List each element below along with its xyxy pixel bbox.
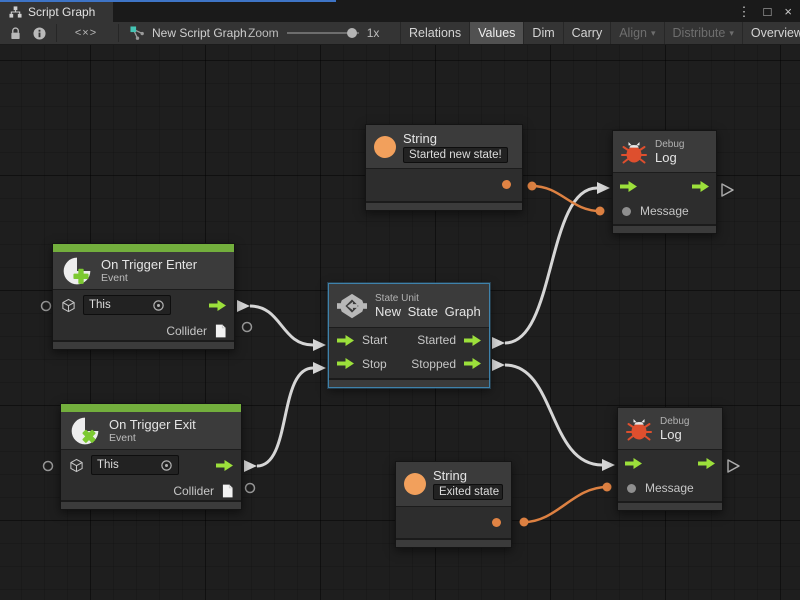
flow-input-port[interactable] [625,458,642,469]
graph-icon [9,6,22,18]
target-object-field[interactable]: This [91,455,179,475]
event-accent-bar [61,404,241,412]
distribute-button[interactable]: Distribute▾ [663,22,742,44]
port-label: Collider [173,483,214,498]
node-kind: Debug [660,415,690,427]
node-footer [613,224,716,233]
node-footer [53,340,234,349]
tab-bar: Script Graph ⋮ □ × [0,0,800,22]
node-string-top[interactable]: String Started new state! [365,124,523,211]
focus-accent-line [0,0,336,2]
port-label: Started [417,333,456,347]
script-graph-icon [130,25,145,41]
overview-button[interactable]: Overview [741,22,800,44]
node-debug-log-top[interactable]: Debug Log Message [612,130,717,234]
graph-breadcrumb[interactable]: New Script Graph [130,22,247,44]
port-label: Message [640,204,689,218]
target-value: This [89,299,111,311]
close-icon[interactable]: × [784,3,792,19]
node-on-trigger-enter[interactable]: On Trigger Enter Event This [52,243,235,350]
node-title: On Trigger Exit [109,417,196,432]
flow-output-port[interactable] [216,459,233,471]
lock-icon[interactable] [6,22,24,44]
string-output-port[interactable] [502,180,511,189]
port-label: Collider [166,323,207,338]
state-machine-icon [337,291,367,321]
stopped-output-port[interactable] [464,358,481,369]
object-picker-icon[interactable] [152,299,165,312]
start-input-port[interactable] [337,334,354,346]
node-title: On Trigger Enter [101,257,198,272]
string-literal-icon [374,135,396,158]
node-debug-log-bottom[interactable]: Debug Log Message [617,407,723,511]
bug-icon [621,139,647,165]
zoom-value: 1x [366,26,380,40]
string-literal-icon [404,473,426,495]
relations-button[interactable]: Relations [400,22,469,44]
node-footer [366,201,522,210]
toolbar-buttons: Relations Values Dim Carry Align▾ Distri… [400,22,800,44]
target-value: This [97,459,119,471]
align-button[interactable]: Align▾ [610,22,663,44]
port-label: Message [645,481,694,495]
node-footer [61,500,241,509]
graph-name: New Script Graph [152,26,247,40]
node-title: Log [660,426,682,442]
node-title: String [403,130,437,146]
node-kind: Debug [655,138,685,150]
dim-button[interactable]: Dim [523,22,562,44]
flow-input-port[interactable] [620,181,637,192]
tab-script-graph[interactable]: Script Graph [0,2,113,22]
started-output-port[interactable] [464,334,481,346]
bug-icon [626,416,652,442]
node-subtitle: Event [101,272,128,284]
tab-title: Script Graph [28,5,96,19]
flow-output-port[interactable] [692,181,709,192]
flow-output-port[interactable] [698,458,715,469]
node-subtitle: Event [109,432,136,444]
maximize-icon[interactable]: □ [763,3,772,19]
object-picker-icon[interactable] [160,459,173,472]
zoom-slider-knob[interactable] [346,28,357,38]
values-button[interactable]: Values [469,22,524,44]
flow-output-port[interactable] [209,299,226,311]
node-state-unit[interactable]: State Unit New State Graph Start Started [328,283,490,388]
port-label: Stop [362,356,387,371]
zoom-label: Zoom [248,26,279,40]
carry-button[interactable]: Carry [562,22,611,44]
node-kind: State Unit [375,292,419,304]
graph-toolbar: <×> New Script Graph Zoom 1x Relations V… [0,22,800,45]
stop-input-port[interactable] [337,358,354,369]
node-title: New State Graph [375,303,481,319]
message-input-port[interactable] [627,483,636,493]
chevron-down-icon: ▾ [651,27,656,38]
more-icon[interactable]: ⋮ [737,3,751,19]
code-icon[interactable]: <×> [74,27,98,39]
string-value-input[interactable]: Exited state [433,484,503,500]
port-label: Start [362,333,388,347]
node-title: String [433,468,467,483]
gameobject-cube-icon [61,298,76,313]
trigger-exit-icon [69,415,101,447]
chevron-down-icon: ▾ [729,27,734,38]
string-value-input[interactable]: Started new state! [403,146,508,163]
node-footer [329,378,489,387]
node-footer [396,538,511,547]
string-output-port[interactable] [492,517,501,527]
trigger-enter-icon [61,255,93,287]
port-label: Stopped [411,356,456,371]
node-string-bottom[interactable]: String Exited state [395,461,512,548]
info-icon[interactable] [30,22,48,44]
node-on-trigger-exit[interactable]: On Trigger Exit Event This [60,403,242,510]
gameobject-cube-icon [69,458,84,473]
collider-output-port[interactable] [215,324,226,338]
message-input-port[interactable] [622,206,631,216]
target-object-field[interactable]: This [83,295,171,315]
node-title: Log [655,149,677,165]
event-accent-bar [53,244,234,252]
collider-output-port[interactable] [222,484,233,498]
node-footer [618,501,722,510]
zoom-slider[interactable] [286,28,359,38]
